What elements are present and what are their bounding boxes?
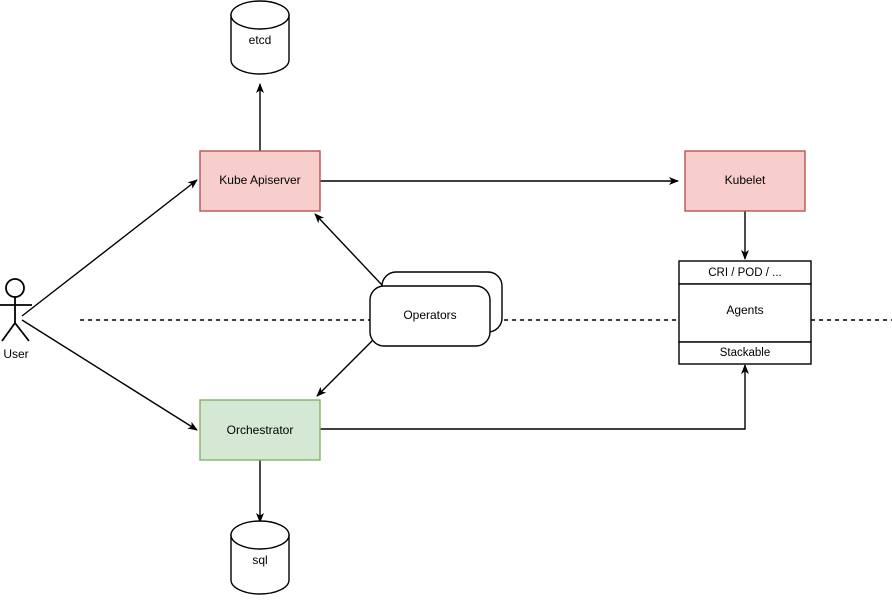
orchestrator-label: Orchestrator — [227, 423, 294, 437]
user-leg-left-icon — [1, 322, 16, 342]
edge-orchestrator-to-stackable — [320, 364, 749, 430]
agents-body-box — [678, 283, 812, 343]
sql-cylinder-top — [230, 520, 290, 550]
node-agents-group[interactable]: CRI / POD / ... Agents Stackable — [678, 260, 812, 365]
orchestrator-box — [199, 399, 321, 461]
node-etcd[interactable]: etcd — [230, 0, 290, 75]
user-leg-right-icon — [14, 322, 30, 342]
kubelet-box — [684, 150, 806, 212]
node-operators[interactable]: Operators — [369, 271, 503, 347]
kubelet-label: Kubelet — [725, 173, 766, 187]
etcd-cylinder-body — [230, 14, 290, 75]
sql-cylinder-body — [230, 534, 290, 595]
node-kubelet[interactable]: Kubelet — [684, 150, 806, 212]
sql-label: sql — [252, 553, 267, 567]
etcd-label: etcd — [249, 33, 272, 47]
node-orchestrator[interactable]: Orchestrator — [199, 399, 321, 461]
node-sql[interactable]: sql — [230, 520, 290, 595]
node-kube-apiserver[interactable]: Kube Apiserver — [199, 150, 321, 212]
user-label: User — [3, 347, 28, 361]
node-user-actor[interactable]: User — [0, 278, 32, 361]
edge-user-to-apiserver — [21, 179, 198, 317]
operators-box-front — [369, 285, 491, 347]
user-head-icon — [5, 278, 25, 298]
operators-label: Operators — [403, 308, 456, 322]
edge-operators-to-orchestrator — [316, 339, 374, 397]
kube-apiserver-box — [199, 150, 321, 212]
agents-footer-box — [678, 341, 812, 365]
edge-operators-to-apiserver — [314, 213, 383, 286]
kube-apiserver-label: Kube Apiserver — [219, 173, 300, 187]
agents-header-label: CRI / POD / ... — [708, 267, 781, 279]
agents-footer-label: Stackable — [720, 347, 771, 359]
etcd-cylinder-top — [230, 0, 290, 30]
edge-user-to-orchestrator — [21, 319, 198, 431]
agents-body-label: Agents — [726, 303, 763, 317]
